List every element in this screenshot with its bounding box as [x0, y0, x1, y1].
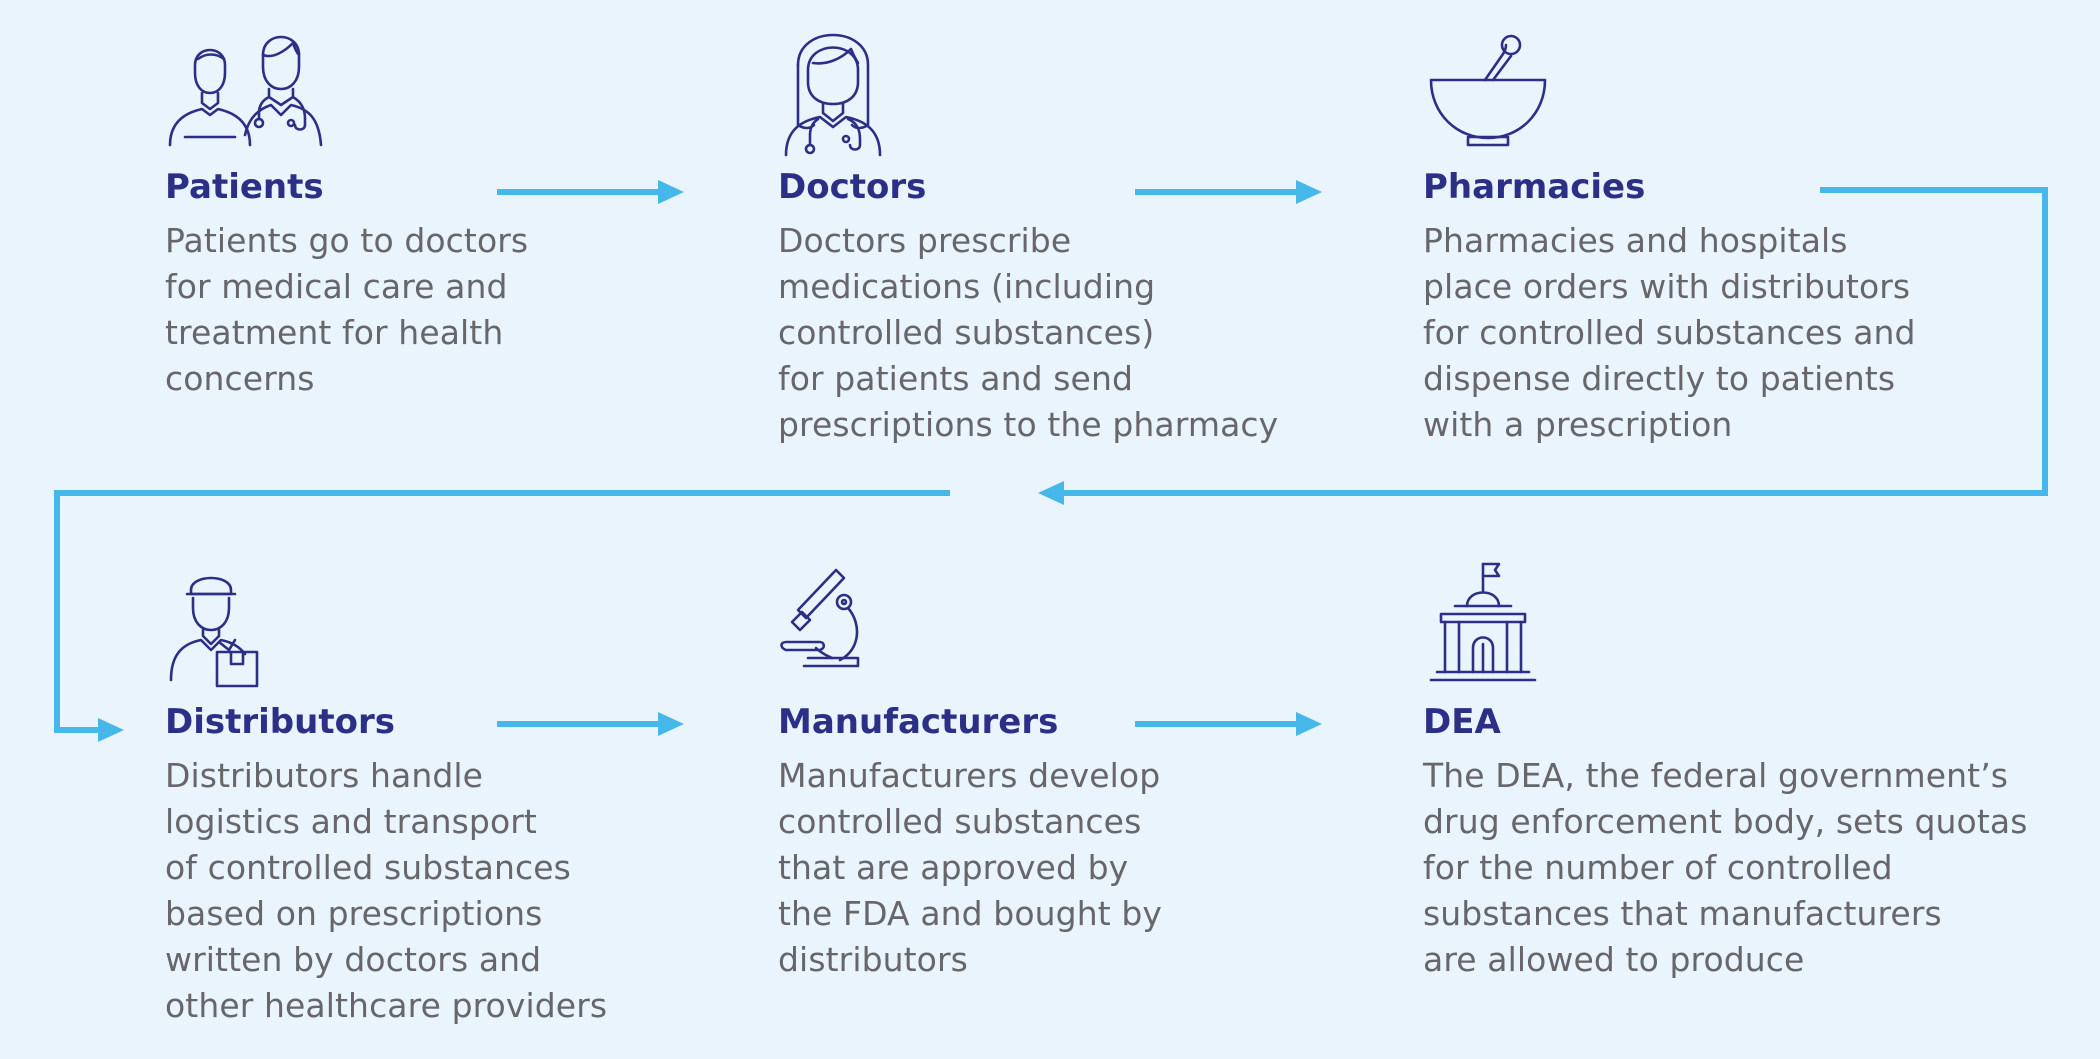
microscope-icon	[778, 560, 958, 690]
description-line: that are approved by	[778, 848, 1129, 887]
doctor-icon	[778, 25, 958, 157]
arrowhead	[1296, 712, 1322, 736]
description-line: Distributors handle	[165, 756, 484, 795]
node-title: Distributors	[165, 702, 395, 742]
description-line: controlled substances)	[778, 313, 1155, 352]
node-description: Patients go to doctors for medical care …	[165, 218, 528, 402]
arrowhead	[658, 712, 684, 736]
arrow-to-distributors-segment	[54, 490, 950, 733]
patient-doctor-icon	[165, 25, 345, 155]
description-line: other healthcare providers	[165, 986, 608, 1025]
description-line: Doctors prescribe	[778, 221, 1072, 260]
description-line: drug enforcement body, sets quotas	[1423, 802, 2028, 841]
delivery-person-icon	[165, 560, 345, 690]
description-line: substances that manufacturers	[1423, 894, 1942, 933]
description-line: distributors	[778, 940, 968, 979]
arrowhead	[658, 180, 684, 204]
node-title: Patients	[165, 167, 324, 207]
node-title: DEA	[1423, 702, 1501, 742]
description-line: Pharmacies and hospitals	[1423, 221, 1848, 260]
arrowhead	[98, 718, 124, 742]
description-line: place orders with distributors	[1423, 267, 1911, 306]
node-description: Manufacturers develop controlled substan…	[778, 753, 1162, 983]
description-line: dispense directly to patients	[1423, 359, 1896, 398]
description-line: for the number of controlled	[1423, 848, 1893, 887]
description-line: the FDA and bought by	[778, 894, 1163, 933]
description-line: based on prescriptions	[165, 894, 543, 933]
description-line: of controlled substances	[165, 848, 571, 887]
node-title: Pharmacies	[1423, 167, 1646, 207]
node-title: Doctors	[778, 167, 927, 207]
government-building-icon	[1423, 560, 1603, 690]
node-description: Pharmacies and hospitals place orders wi…	[1423, 218, 1916, 448]
description-line: logistics and transport	[165, 802, 537, 841]
description-line: Patients go to doctors	[165, 221, 529, 260]
description-line: The DEA, the federal government’s	[1423, 756, 2009, 795]
node-description: Doctors prescribe medications (including…	[778, 218, 1278, 448]
node-description: The DEA, the federal government’s drug e…	[1423, 753, 2028, 983]
description-line: with a prescription	[1423, 405, 1733, 444]
description-line: are allowed to produce	[1423, 940, 1805, 979]
description-line: treatment for health	[165, 313, 504, 352]
description-line: written by doctors and	[165, 940, 542, 979]
node-title: Manufacturers	[778, 702, 1059, 742]
description-line: controlled substances	[778, 802, 1142, 841]
arrowhead	[1296, 180, 1322, 204]
arrowhead	[1038, 481, 1064, 505]
description-line: Manufacturers develop	[778, 756, 1161, 795]
description-line: medications (including	[778, 267, 1156, 306]
description-line: prescriptions to the pharmacy	[778, 405, 1279, 444]
node-description: Distributors handle logistics and transp…	[165, 753, 607, 1029]
description-line: for medical care and	[165, 267, 508, 306]
description-line: for patients and send	[778, 359, 1134, 398]
arrow-pharmacies-return-segment	[1058, 187, 2048, 496]
description-line: for controlled substances and	[1423, 313, 1916, 352]
description-line: concerns	[165, 359, 315, 398]
mortar-pestle-icon	[1423, 25, 1603, 155]
